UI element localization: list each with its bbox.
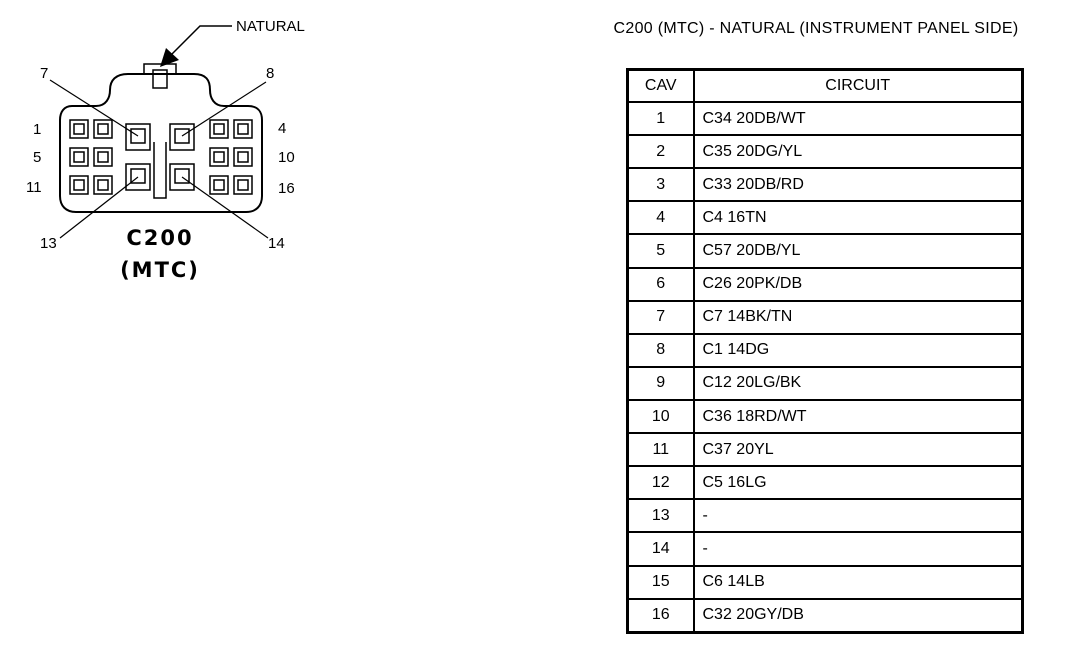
pin-label-11: 11 <box>26 179 42 196</box>
natural-arrowhead <box>160 48 179 67</box>
circuit-cell: C37 20YL <box>692 432 1024 468</box>
cav-cell: 5 <box>626 233 695 269</box>
circuit-cell: C5 16LG <box>692 465 1024 501</box>
pin-label-5: 5 <box>33 149 41 166</box>
key-slot <box>153 142 167 199</box>
cav-cell: 8 <box>626 332 695 368</box>
connector-name: C200 <box>126 226 193 250</box>
circuit-cell: C1 14DG <box>692 332 1024 368</box>
cav-cell: 13 <box>626 498 695 534</box>
natural-label: NATURAL <box>236 18 305 35</box>
pin-label-14: 14 <box>268 235 285 252</box>
circuit-cell: C12 20LG/BK <box>692 365 1024 401</box>
pin-label-10: 10 <box>278 149 295 166</box>
small-terminals-left <box>69 119 113 195</box>
latch-tab <box>143 63 177 89</box>
circuit-cell: C6 14LB <box>692 564 1024 600</box>
cav-cell: 3 <box>626 167 695 203</box>
cav-cell: 16 <box>626 597 695 634</box>
cav-cell: 6 <box>626 266 695 302</box>
circuit-cell: C34 20DB/WT <box>692 100 1024 137</box>
cav-cell: 2 <box>626 134 695 170</box>
connector-housing <box>59 73 263 213</box>
cav-cell: 1 <box>626 100 695 137</box>
circuit-cell: C4 16TN <box>692 200 1024 236</box>
circuit-cell: C7 14BK/TN <box>692 299 1024 335</box>
circuit-cell: C35 20DG/YL <box>692 134 1024 170</box>
callout-lines <box>49 79 269 239</box>
pin-label-8: 8 <box>266 65 274 82</box>
table-row: 13- <box>626 498 1024 534</box>
circuit-cell: C26 20PK/DB <box>692 266 1024 302</box>
table-header-row: CAV CIRCUIT <box>626 68 1024 103</box>
circuit-cell: - <box>692 498 1024 534</box>
circuit-cell: - <box>692 531 1024 567</box>
table-title: C200 (MTC) - NATURAL (INSTRUMENT PANEL S… <box>613 20 1019 37</box>
header-circuit: CIRCUIT <box>692 68 1024 103</box>
connector-subname: (MTC) <box>120 258 200 282</box>
natural-pointer <box>171 25 232 55</box>
cav-cell: 7 <box>626 299 695 335</box>
header-cav: CAV <box>626 68 695 103</box>
connector-diagram: NATURAL 7 8 1 5 <box>26 18 305 282</box>
small-terminals-right <box>209 119 253 195</box>
cav-cell: 14 <box>626 531 695 567</box>
circuit-cell: C32 20GY/DB <box>692 597 1024 634</box>
pin-label-4: 4 <box>278 120 286 137</box>
table-row: 14- <box>626 531 1024 567</box>
pin-label-16: 16 <box>278 180 295 197</box>
pin-label-13: 13 <box>40 235 57 252</box>
pin-label-7: 7 <box>40 65 48 82</box>
cav-cell: 11 <box>626 432 695 468</box>
large-terminals <box>125 123 195 191</box>
circuit-cell: C57 20DB/YL <box>692 233 1024 269</box>
circuit-cell: C36 18RD/WT <box>692 398 1024 435</box>
pin-label-1: 1 <box>33 121 41 138</box>
cav-cell: 10 <box>626 398 695 435</box>
circuit-cell: C33 20DB/RD <box>692 167 1024 203</box>
cav-cell: 4 <box>626 200 695 236</box>
cav-cell: 15 <box>626 564 695 600</box>
cav-cell: 12 <box>626 465 695 501</box>
cav-cell: 9 <box>626 365 695 401</box>
